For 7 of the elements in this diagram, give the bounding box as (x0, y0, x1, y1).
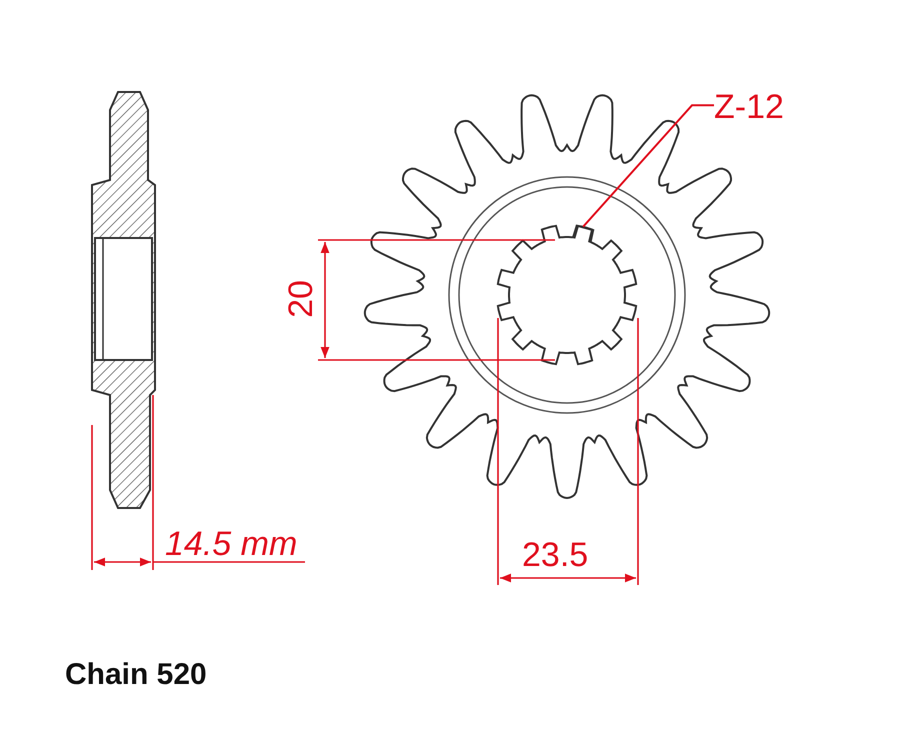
callout-label: Z-12 (714, 90, 784, 124)
dimension-value: 20 (284, 280, 318, 318)
leader-line (582, 104, 714, 228)
chain-size-label: Chain 520 (65, 660, 207, 690)
dimension-value: 14.5 mm (165, 527, 298, 561)
dimension-value: 23.5 (522, 538, 588, 572)
spline-tooth (572, 224, 594, 242)
